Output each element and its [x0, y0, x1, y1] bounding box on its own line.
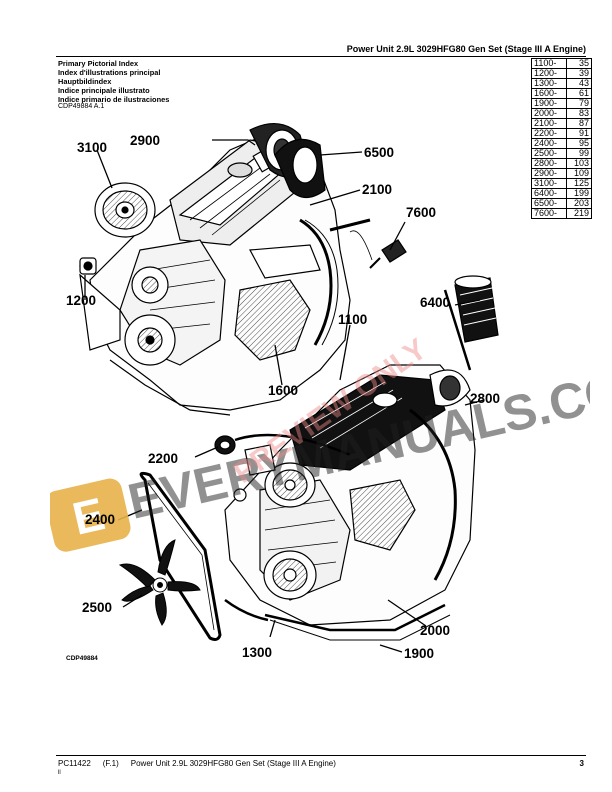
index-page: 61 — [566, 88, 592, 99]
callout-7600: 7600 — [406, 205, 436, 220]
index-titles: Primary Pictorial Index Index d'illustra… — [58, 59, 169, 104]
index-row[interactable]: 1900-79 — [531, 98, 592, 109]
callout-1900: 1900 — [404, 646, 434, 661]
index-section: 1100- — [531, 58, 567, 69]
footer-doc-id: PC11422 — [58, 759, 91, 768]
index-page: 39 — [566, 68, 592, 79]
header-rule — [56, 56, 586, 57]
index-row[interactable]: 1200-39 — [531, 68, 592, 79]
exhaust-elbow-6500-drawing — [274, 138, 326, 199]
section-index-table: 1100-35 1200-39 1300-43 1600-61 1900-79 … — [531, 58, 592, 219]
index-row[interactable]: 7600-219 — [531, 208, 592, 219]
watermark-logo-tile — [50, 478, 131, 552]
callout-3100: 3100 — [77, 140, 107, 155]
air-hose-6400-drawing — [454, 275, 499, 343]
index-page: 35 — [566, 58, 592, 69]
callout-2500: 2500 — [82, 600, 112, 615]
callout-2200: 2200 — [148, 451, 178, 466]
index-row[interactable]: 1600-61 — [531, 88, 592, 99]
callout-2800: 2800 — [470, 391, 500, 406]
fitting-1200-drawing — [79, 257, 97, 275]
callout-labels: 2900 3100 6500 2100 7600 1200 6400 1100 … — [66, 133, 500, 661]
index-section: 1300- — [531, 78, 567, 89]
sensor-7600-drawing — [349, 230, 407, 269]
callout-6400: 6400 — [420, 295, 450, 310]
index-title-de: Hauptbildindex — [58, 77, 112, 86]
callout-1200: 1200 — [66, 293, 96, 308]
footer-rule — [56, 755, 586, 756]
footer: PC11422 (F.1) Power Unit 2.9L 3029HFG80 Ge… — [58, 759, 336, 768]
belt-2400-drawing — [139, 471, 222, 641]
index-section: 1200- — [531, 68, 567, 79]
index-title-es: Indice primario de ilustraciones — [58, 95, 170, 104]
index-page: 43 — [566, 78, 592, 89]
index-row[interactable]: 1100-35 — [531, 58, 592, 69]
callout-2100: 2100 — [362, 182, 392, 197]
engine-exploded-illustration: E EVERYMANUALS.COM PREVIEW ONLY 2900 310… — [50, 123, 590, 661]
callout-2900: 2900 — [130, 133, 160, 148]
callout-6500: 6500 — [364, 145, 394, 160]
callout-2400: 2400 — [85, 512, 115, 527]
reference-code: CDP49884 A.1 — [58, 103, 105, 110]
index-row[interactable]: 1300-43 — [531, 78, 592, 89]
index-title-en: Primary Pictorial Index — [58, 59, 139, 68]
index-title-fr: Index d'illustrations principal — [58, 68, 161, 77]
fan-pulley-3100-drawing — [94, 182, 156, 238]
index-page: 79 — [566, 98, 592, 109]
fan-2500-drawing — [118, 539, 201, 626]
callout-2000: 2000 — [420, 623, 450, 638]
illustration-code: CDP49884 — [66, 655, 98, 662]
callout-1600: 1600 — [268, 383, 298, 398]
upper-engine-drawing — [79, 134, 351, 416]
connection-arrows — [224, 218, 472, 622]
index-section: 1600- — [531, 88, 567, 99]
callout-1300: 1300 — [242, 645, 272, 660]
footer-mark: ll — [58, 770, 61, 776]
footer-revision: (F.1) — [102, 759, 119, 768]
page-number: 3 — [579, 759, 584, 768]
header-title: Power Unit 2.9L 3029HFG80 Gen Set (Stage… — [346, 44, 586, 54]
callout-1100: 1100 — [338, 312, 367, 327]
seal-2200-drawing — [214, 435, 236, 455]
index-page: 219 — [566, 208, 592, 219]
footer-title: Power Unit 2.9L 3029HFG80 Gen Set (Stage… — [130, 759, 336, 768]
leader-lines — [84, 139, 485, 653]
index-section: 1900- — [531, 98, 567, 109]
index-title-it: Indice principale illustrato — [58, 86, 150, 95]
